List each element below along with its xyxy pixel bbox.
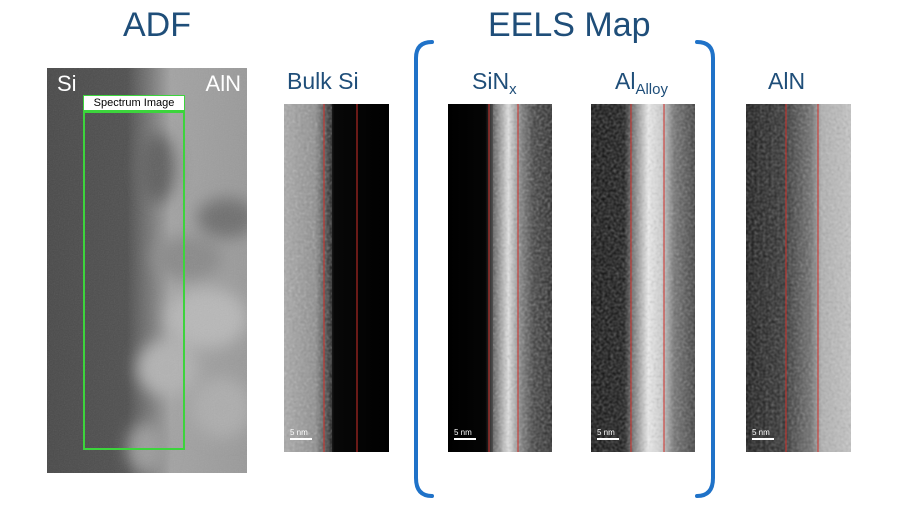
spectrum-image-box [83, 111, 185, 450]
map-aln: 5 nm [746, 104, 851, 452]
map-bulk-si-texture [284, 104, 389, 452]
map-label-al-alloy: AlAlloy [615, 68, 668, 98]
map-sinx-texture [448, 104, 552, 452]
scale-bar-aln: 5 nm [752, 429, 776, 440]
adf-title: ADF [123, 6, 191, 44]
map-al-alloy-texture [591, 104, 695, 452]
adf-image: Si AlN Spectrum Image [47, 68, 247, 473]
map-label-aln: AlN [768, 68, 806, 94]
adf-si-label: Si [57, 71, 77, 96]
adf-aln-label: AlN [205, 71, 241, 96]
adf-texture [47, 68, 247, 473]
map-al-alloy: 5 nm [591, 104, 695, 452]
map-bulk-si: 5 nm [284, 104, 389, 452]
scale-bar-al-alloy: 5 nm [597, 429, 621, 440]
map-label-bulk-si: Bulk Si [287, 68, 359, 94]
spectrum-image-label: Spectrum Image [83, 95, 185, 111]
map-sinx: 5 nm [448, 104, 552, 452]
scale-bar-bulk-si: 5 nm [290, 429, 314, 440]
map-label-sinx: SiNx [472, 68, 517, 98]
eels-map-title: EELS Map [488, 6, 651, 44]
scale-bar-sinx: 5 nm [454, 429, 478, 440]
map-aln-texture [746, 104, 851, 452]
